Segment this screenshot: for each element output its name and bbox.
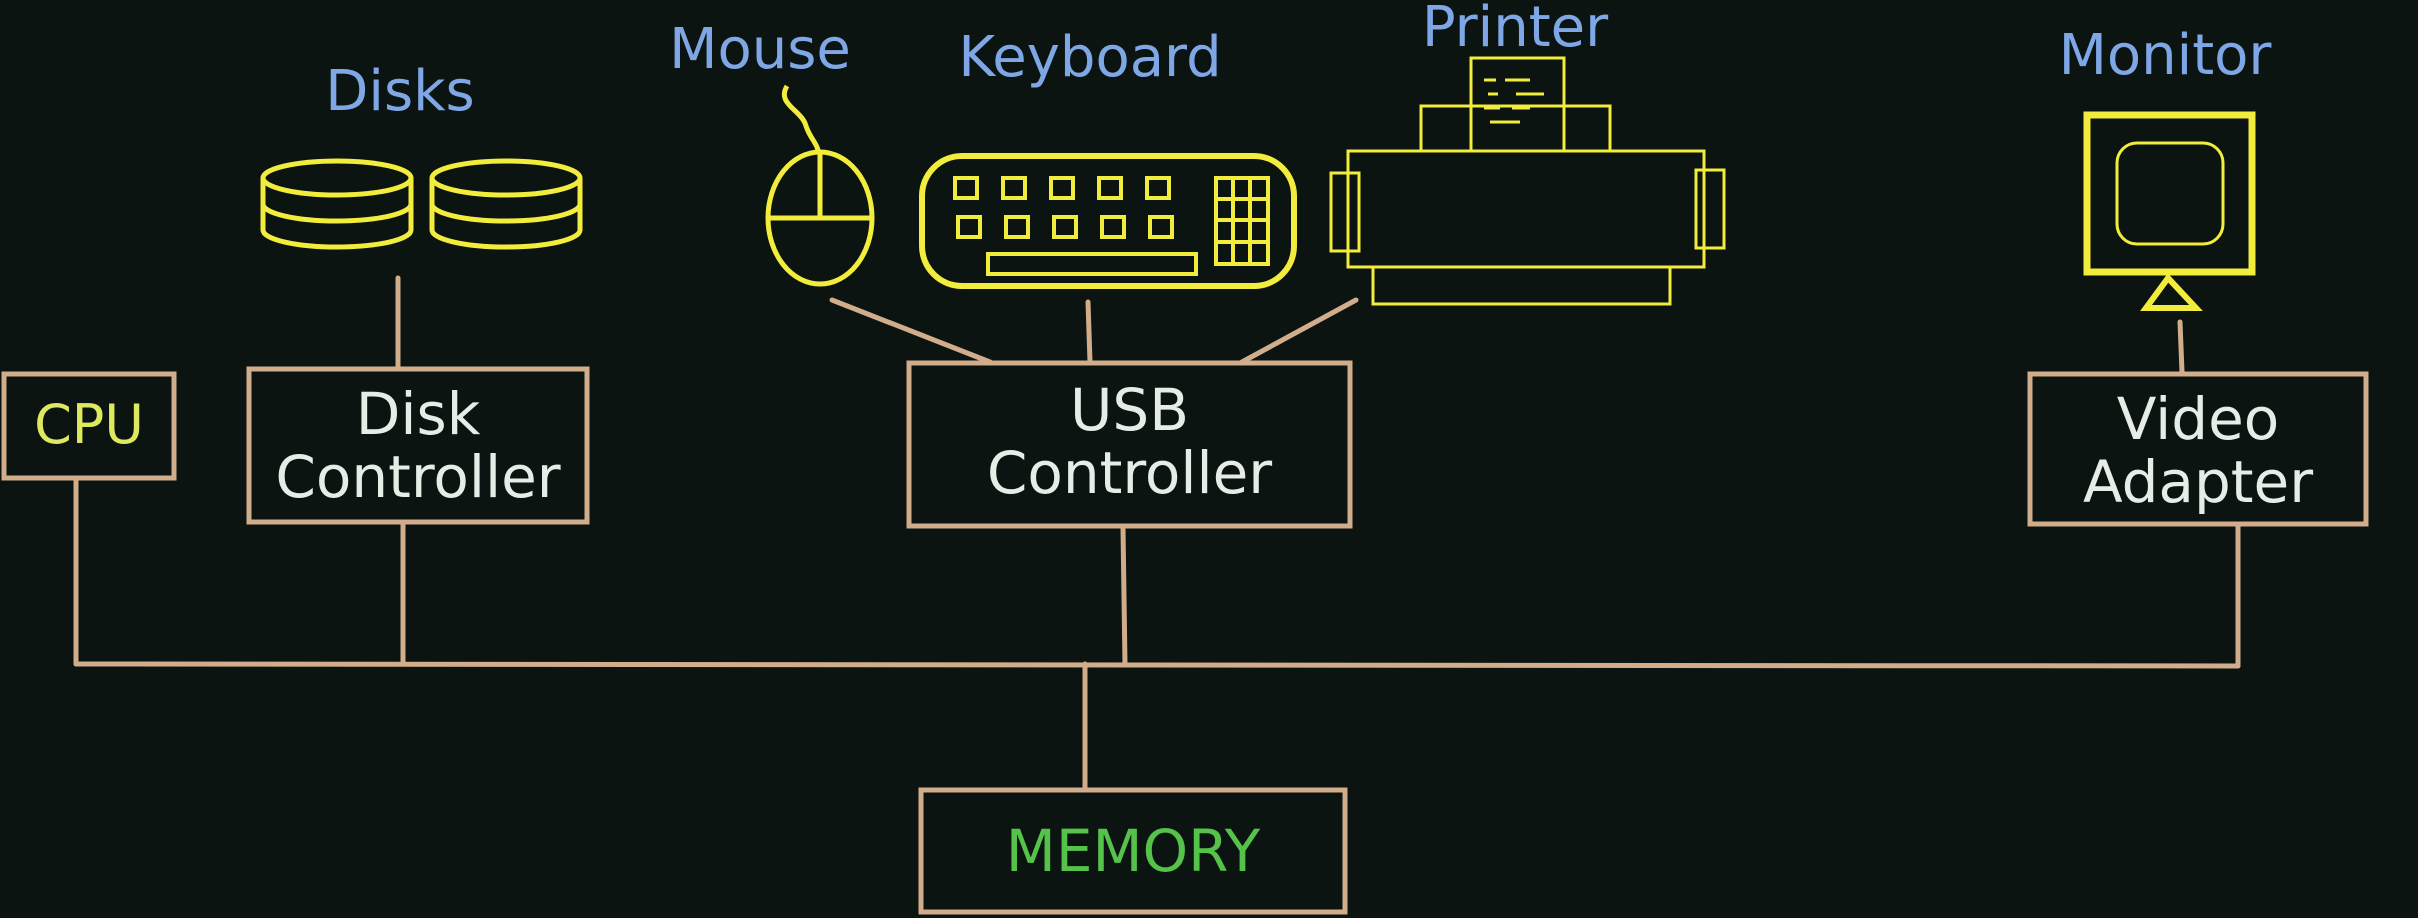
main-bus-line [73,661,2241,669]
usb-controller-label-line1: USB [1069,376,1190,444]
video-adapter-box [2027,371,2369,527]
disk-controller-box [246,366,590,525]
cpu-box [1,371,177,481]
cpu-label: CPU [34,393,144,456]
usb-controller-label-line2: Controller [986,438,1273,507]
bus-wires [73,275,2241,793]
disk-controller-label-line1: Disk [355,380,481,448]
mouse-label: Mouse [669,17,851,82]
usb-controller-to-bus-wire [1120,525,1128,668]
keyboard-icon [919,153,1297,289]
disk-controller-label: Disk Controller [249,383,587,508]
controller-boxes [1,360,2369,915]
monitor-icon [2083,111,2256,311]
monitor-to-adapter-wire [2177,319,2185,375]
printer-label: Printer [1421,0,1609,60]
mouse-icon [765,84,875,287]
usb-controller-label: USB Controller [909,379,1350,504]
video-adapter-label-line1: Video [2116,385,2280,453]
keyboard-label: Keyboard [958,25,1222,90]
printer-icon [1329,56,1726,306]
printer-to-usb-wire [1239,297,1359,365]
disk-controller-label-line2: Controller [275,442,561,511]
memory-label: MEMORY [1005,817,1261,885]
monitor-label: Monitor [2058,23,2272,88]
disk-icon [260,158,583,250]
mouse-to-usb-wire [829,297,993,365]
video-adapter-label: Video Adapter [2030,388,2366,513]
memory-box [918,787,1348,915]
disks-label: Disks [325,59,475,124]
usb-controller-box [906,360,1353,529]
keyboard-to-usb-wire [1085,299,1093,365]
video-adapter-label-line2: Adapter [2082,447,2314,516]
